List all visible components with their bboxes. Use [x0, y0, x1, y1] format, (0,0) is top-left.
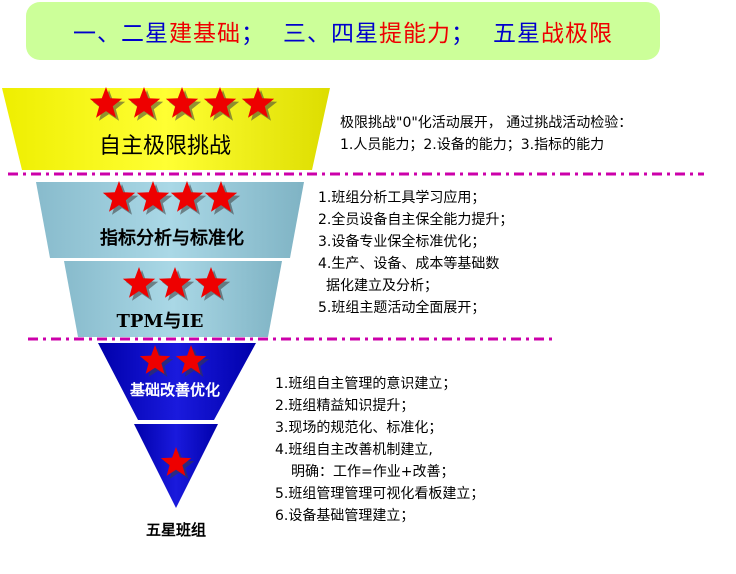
star-icon [160, 447, 192, 476]
star-icon [175, 345, 207, 374]
star-icon [165, 87, 199, 118]
description-level-5: 极限挑战"0"化活动展开， 通过挑战活动检验： 1.人员能力；2.设备的能力；3… [340, 112, 632, 156]
description-line: 1.人员能力；2.设备的能力；3.指标的能力 [340, 137, 605, 153]
description-line: 6.设备基础管理建立； [275, 508, 415, 524]
description-line: 4.班组自主改善机制建立, [275, 442, 433, 458]
title-banner: 一、二星建基础； 三、四星提能力； 五星战极限 [26, 2, 660, 60]
title-seg3-prefix: 五星 [493, 21, 541, 47]
level-3-label: TPM与IE [116, 311, 204, 332]
level-5-band [2, 88, 330, 170]
description-line: 3.现场的规范化、标准化； [275, 420, 443, 436]
level-1-label: 五星班组 [145, 521, 207, 539]
star-icon [89, 87, 123, 118]
title-seg1-emphasis: 建基础 [169, 21, 241, 47]
level-5-label: 自主极限挑战 [98, 134, 232, 159]
description-line: 5.班组主题活动全面展开； [318, 300, 486, 316]
level-3-band [64, 261, 282, 337]
star-icon [127, 87, 161, 118]
title-seg3-emphasis: 战极限 [541, 21, 613, 47]
description-line: 4.生产、设备、成本等基础数 [318, 256, 500, 272]
star-ratings [89, 87, 278, 479]
star-icon [102, 181, 136, 212]
description-line: 极限挑战"0"化活动展开， 通过挑战活动检验： [340, 115, 633, 131]
star-icon [241, 87, 275, 118]
description-line: 1.班组分析工具学习应用； [318, 190, 486, 206]
star-icon [204, 181, 238, 212]
star-icon [203, 87, 237, 118]
star-icon [194, 267, 228, 298]
star-icon [122, 267, 156, 298]
star-icon [139, 345, 171, 374]
description-line: 3.设备专业保全标准优化； [318, 234, 486, 250]
title-seg1-prefix: 一、二星 [73, 21, 169, 47]
level-4-label: 指标分析与标准化 [100, 228, 244, 249]
title-seg2-punct: ； [451, 21, 475, 47]
description-line: 2.班组精益知识提升； [275, 398, 415, 414]
star-icon [136, 181, 170, 212]
level-4-band [36, 182, 304, 258]
description-line: 据化建立及分析； [326, 278, 438, 294]
title-seg1-punct: ； [241, 21, 265, 47]
title-seg2-prefix: 三、四星 [283, 21, 379, 47]
description-line: 明确：工作=作业+改善； [291, 464, 455, 480]
title-seg2-emphasis: 提能力 [379, 21, 451, 47]
description-level-1-2: 1.班组自主管理的意识建立； 2.班组精益知识提升； 3.现场的规范化、标准化；… [275, 373, 484, 527]
level-2-label: 基础改善优化 [129, 381, 221, 399]
level-2-band [98, 343, 256, 420]
description-level-3-4: 1.班组分析工具学习应用； 2.全员设备自主保全能力提升； 3.设备专业保全标准… [318, 187, 513, 319]
description-line: 2.全员设备自主保全能力提升； [318, 212, 514, 228]
description-line: 5.班组管理管理可视化看板建立； [275, 486, 485, 502]
description-line: 1.班组自主管理的意识建立； [275, 376, 457, 392]
star-icon [170, 181, 204, 212]
star-icon [158, 267, 192, 298]
